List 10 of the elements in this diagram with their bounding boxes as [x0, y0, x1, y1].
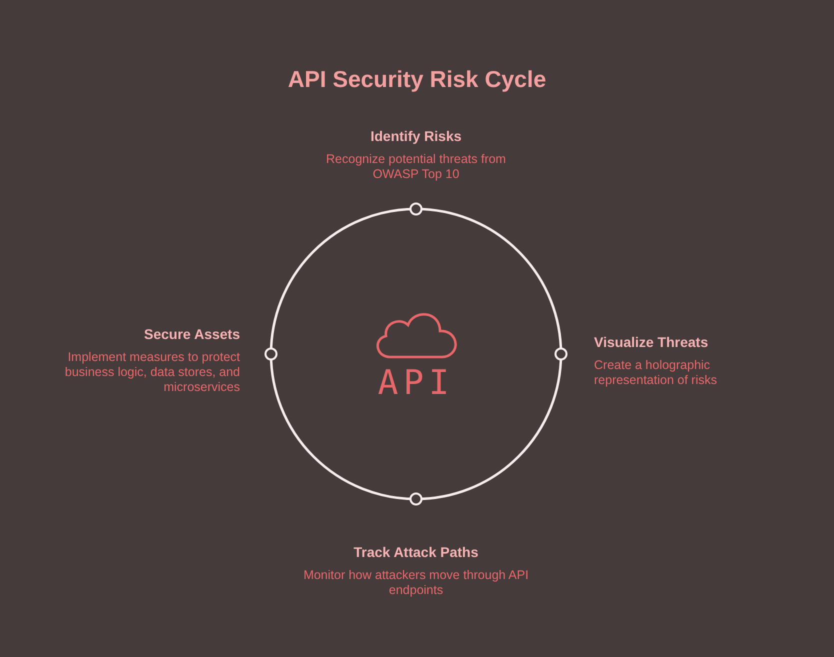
stage-heading: Track Attack Paths — [352, 544, 480, 560]
stage-heading: Identify Risks — [369, 128, 463, 144]
stage-description: Create a holographic representation of risks — [594, 358, 718, 388]
stage-description: Monitor how attackers move through API endpoints — [302, 568, 530, 598]
center-label: API — [376, 363, 456, 403]
diagram-title: API Security Risk Cycle — [286, 66, 548, 93]
stage-description: Recognize potential threats from OWASP Top 10 — [325, 152, 507, 182]
stage-description: Implement measures to protect business logic, data stores, and microservices — [64, 350, 240, 395]
stage-heading: Secure Assets — [143, 326, 240, 342]
stage-heading: Visualize Threats — [594, 334, 710, 350]
